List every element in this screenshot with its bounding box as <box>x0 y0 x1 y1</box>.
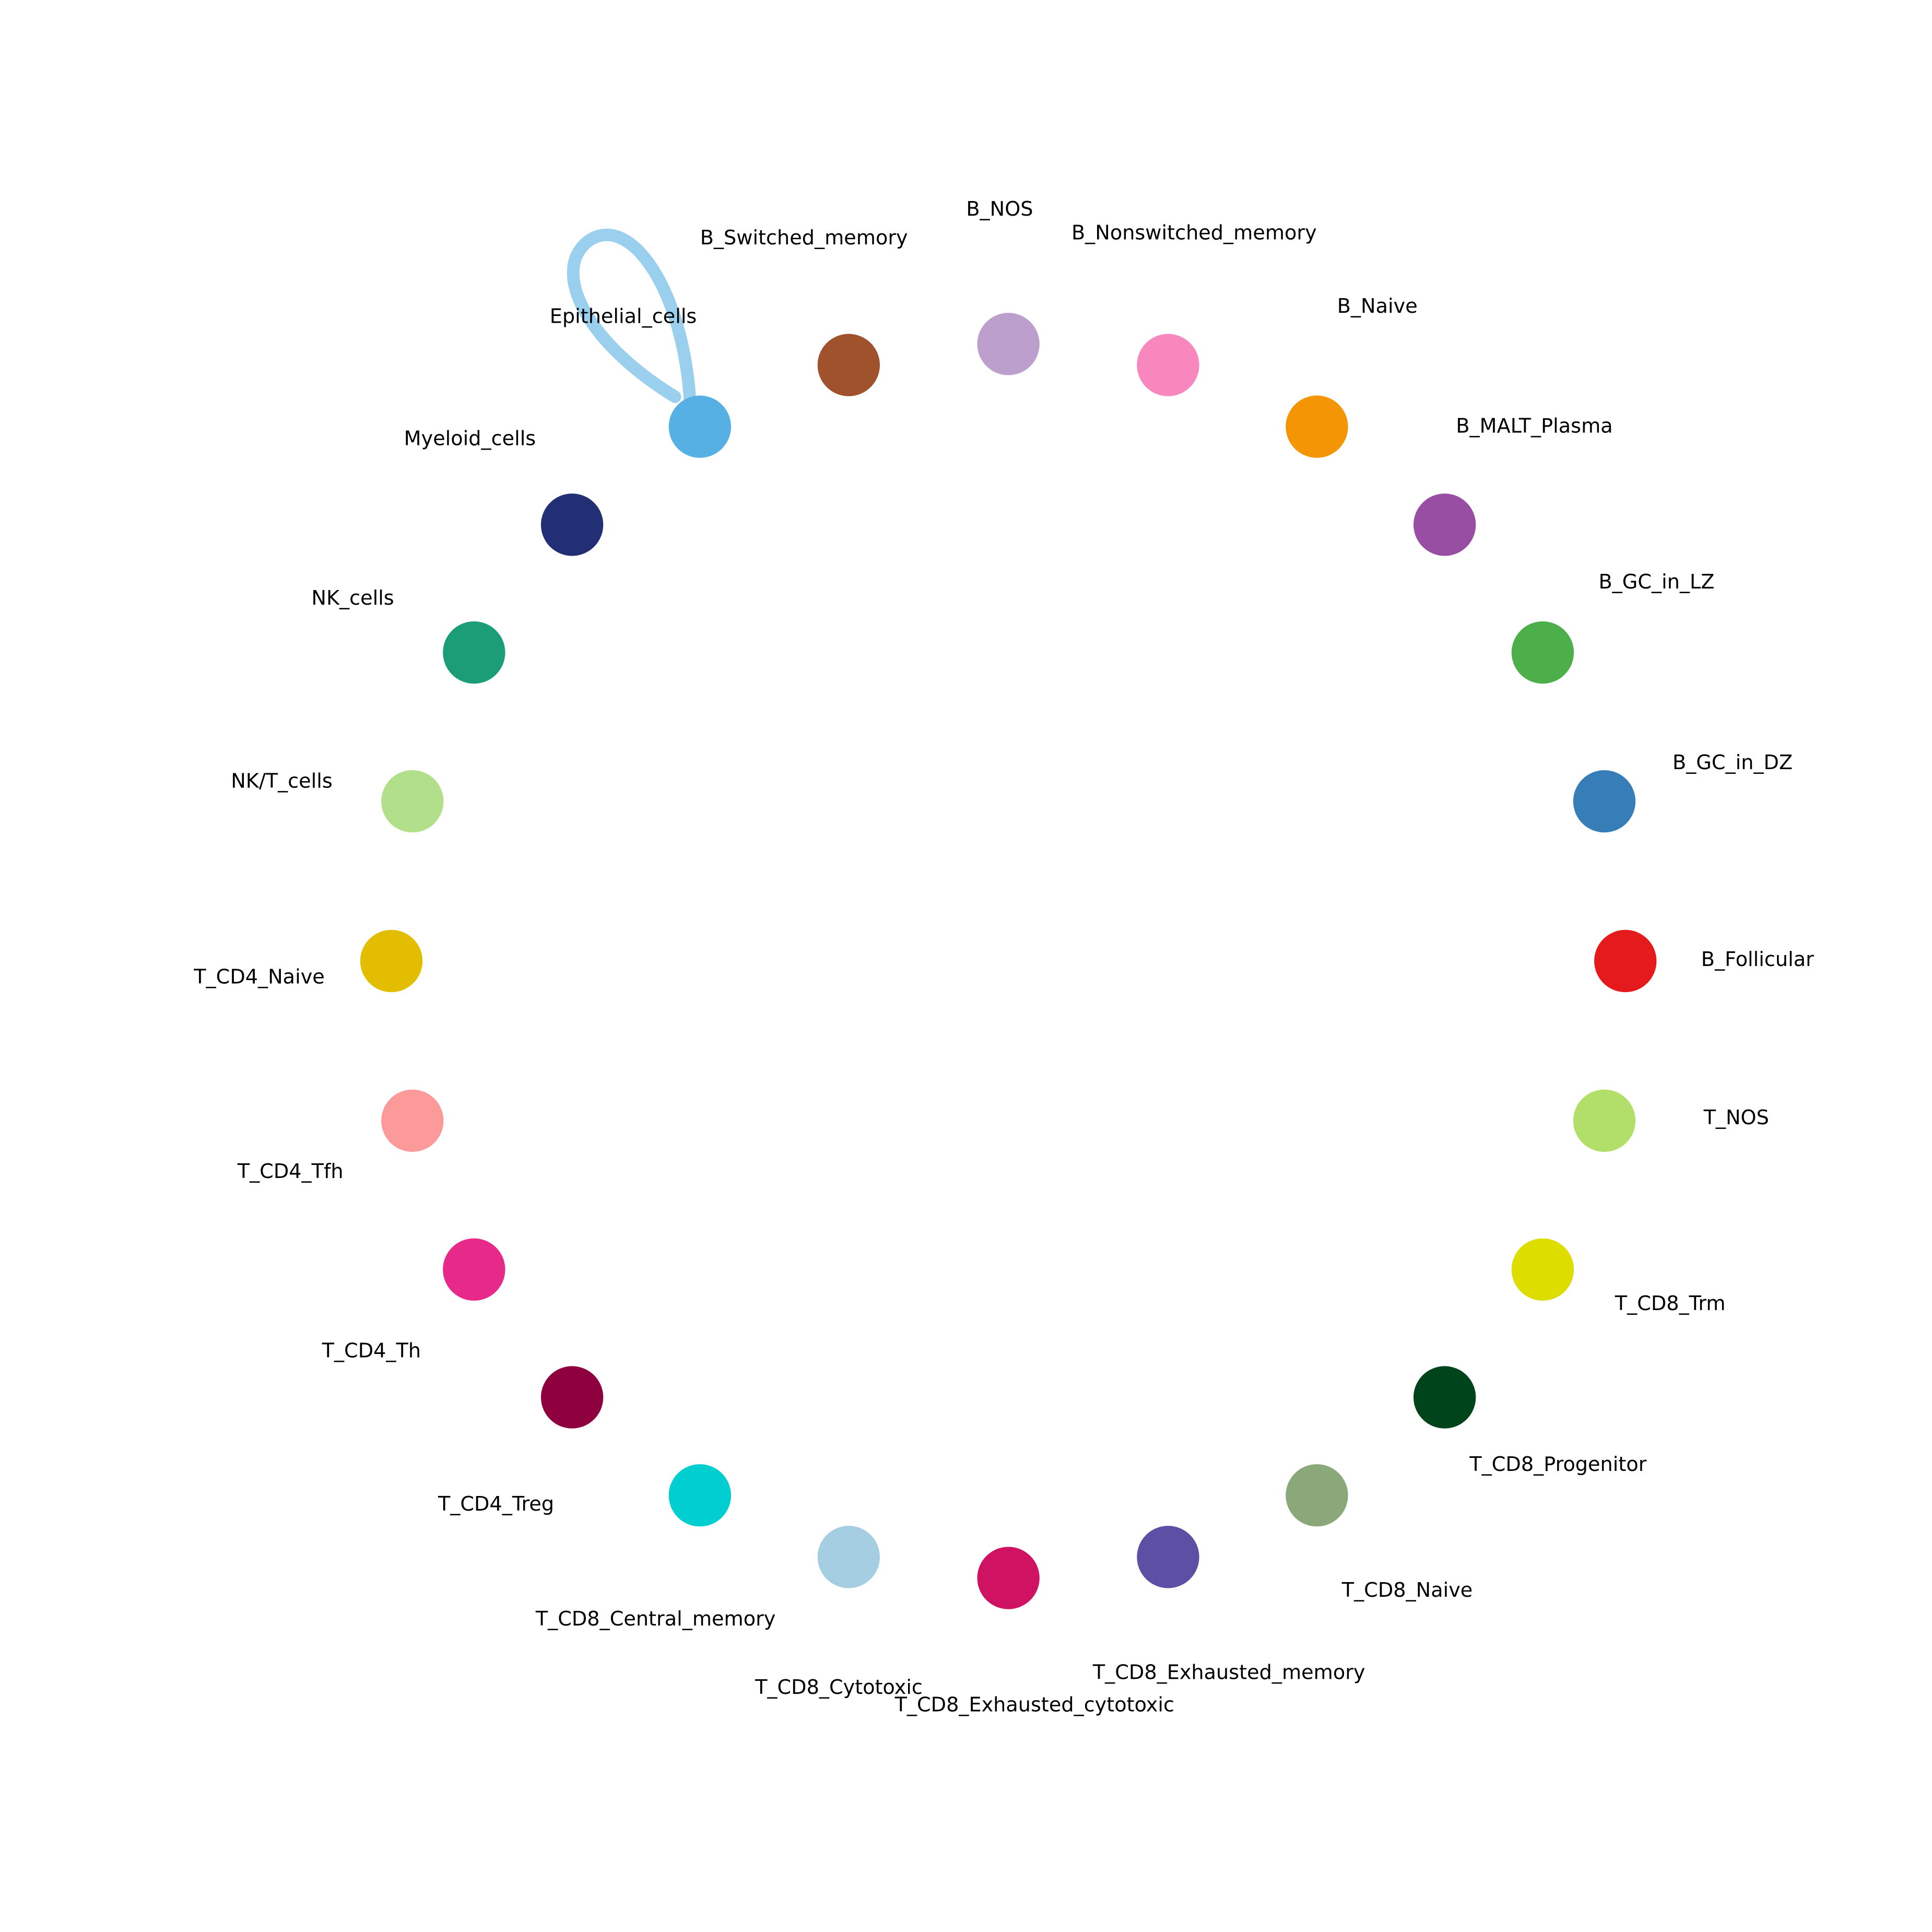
node-label-t-cd8-cytotoxic: T_CD8_Cytotoxic <box>755 1676 923 1699</box>
node-t-cd8-cytotoxic <box>817 1526 880 1588</box>
node-t-cd4-treg <box>540 1366 604 1429</box>
node-t-cd8-naive <box>1286 1464 1348 1527</box>
node-b-switched-memory <box>817 334 880 396</box>
node-label-b-naive: B_Naive <box>1337 295 1418 318</box>
node-t-nos <box>1573 1089 1636 1152</box>
labels-layer: Epithelial_cells B_Switched_memory B_NOS B_… <box>193 198 1814 1717</box>
node-label-t-cd8-trm: T_CD8_Trm <box>1615 1292 1726 1315</box>
node-label-t-cd8-exhausted-memory: T_CD8_Exhausted_memory <box>1092 1661 1365 1684</box>
node-b-gc-in-dz <box>1573 770 1636 833</box>
node-b-naive <box>1286 395 1348 458</box>
node-label-b-gc-in-dz: B_GC_in_DZ <box>1672 751 1793 774</box>
edges-layer <box>567 228 697 406</box>
node-t-cd8-exhausted-memory <box>1137 1526 1199 1588</box>
node-label-nk-t-cells: NK/T_cells <box>231 770 333 793</box>
node-b-follicular <box>1594 929 1657 993</box>
node-t-cd8-trm <box>1511 1238 1574 1301</box>
nodes-layer <box>360 313 1657 1609</box>
node-label-t-cd4-th: T_CD4_Th <box>322 1340 421 1363</box>
node-label-t-cd8-exhausted-cytotoxic: T_CD8_Exhausted_cytotoxic <box>894 1694 1174 1717</box>
node-label-nk-cells: NK_cells <box>311 587 394 610</box>
node-label-epithelial-cells: Epithelial_cells <box>550 305 697 328</box>
node-myeloid-cells <box>540 493 604 556</box>
node-t-cd4-tfh <box>381 1089 444 1152</box>
node-epithelial-cells <box>668 395 732 458</box>
node-b-nos <box>977 313 1040 375</box>
edge-epithelial-cells-to-epithelial-cells <box>567 228 697 406</box>
node-t-cd8-exhausted-cytotoxic <box>977 1547 1040 1609</box>
node-t-cd8-central-memory <box>668 1464 732 1527</box>
node-label-t-cd8-progenitor: T_CD8_Progenitor <box>1469 1453 1646 1476</box>
node-label-b-nos: B_NOS <box>966 198 1033 221</box>
node-label-t-cd4-treg: T_CD4_Treg <box>438 1493 554 1516</box>
node-label-myeloid-cells: Myeloid_cells <box>404 427 536 450</box>
node-b-malt-plasma <box>1413 493 1476 556</box>
node-b-nonswitched-memory <box>1137 334 1199 396</box>
node-label-t-cd4-tfh: T_CD4_Tfh <box>237 1160 344 1183</box>
node-t-cd4-naive <box>360 929 423 993</box>
node-label-b-malt-plasma: B_MALT_Plasma <box>1456 415 1612 438</box>
node-label-t-cd8-naive: T_CD8_Naive <box>1341 1579 1473 1602</box>
node-label-t-cd4-naive: T_CD4_Naive <box>193 965 325 988</box>
node-t-cd4-th <box>443 1238 505 1301</box>
node-label-t-cd8-central-memory: T_CD8_Central_memory <box>535 1608 776 1631</box>
node-nk-t-cells <box>381 770 444 833</box>
node-t-cd8-progenitor <box>1413 1366 1476 1429</box>
node-label-b-gc-in-lz: B_GC_in_LZ <box>1598 571 1714 594</box>
node-nk-cells <box>443 621 505 684</box>
node-label-b-switched-memory: B_Switched_memory <box>700 227 908 250</box>
node-b-gc-in-lz <box>1511 621 1574 684</box>
node-label-b-follicular: B_Follicular <box>1701 948 1814 971</box>
node-label-b-nonswitched-memory: B_Nonswitched_memory <box>1071 221 1317 244</box>
node-label-t-nos: T_NOS <box>1703 1106 1769 1129</box>
